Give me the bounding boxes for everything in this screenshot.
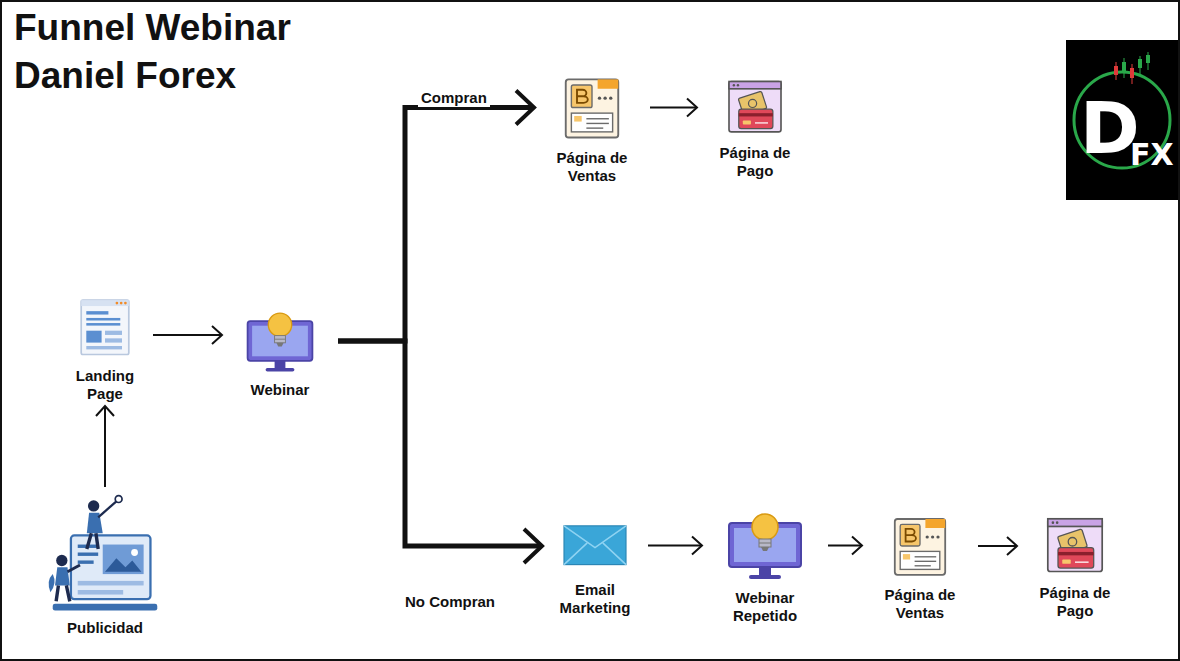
landing-page-step: Landing Page [60, 295, 150, 403]
step-label: Página de Ventas [865, 582, 975, 622]
pay-icon [700, 75, 810, 140]
flow-arrow [648, 545, 702, 547]
payment-page-step: Página de Pago [1020, 512, 1130, 620]
email-icon [545, 515, 645, 577]
sales-icon [865, 510, 975, 582]
step-label: Página de Pago [1020, 580, 1130, 620]
webinar-step: Webinar [225, 305, 335, 399]
flow-arrow [153, 334, 222, 336]
flow-arrow [104, 406, 106, 487]
step-label: Página de Pago [700, 140, 810, 180]
step-label: Email Marketing [545, 577, 645, 617]
step-label: Página de Ventas [537, 145, 647, 185]
branch-label: No Compran [402, 592, 498, 611]
advertising-step: Publicidad [35, 490, 175, 637]
pay-icon [1020, 512, 1130, 580]
webinar-icon [705, 505, 825, 585]
flow-arrow [978, 545, 1017, 547]
diagram-title: Funnel Webinar Daniel Forex [14, 4, 374, 100]
flow-arrow [338, 341, 542, 546]
step-label: Publicidad [35, 615, 175, 637]
step-label: Webinar Repetido [705, 585, 825, 625]
webinar-step: Webinar Repetido [705, 505, 825, 625]
flow-arrow [338, 108, 534, 342]
payment-page-step: Página de Pago [700, 75, 810, 180]
landing-icon [60, 295, 150, 363]
webinar-icon [225, 305, 335, 377]
sales-page-step: Página de Ventas [865, 510, 975, 622]
step-label: Webinar [225, 377, 335, 399]
brand-logo: DFX [1066, 40, 1178, 200]
branch-label: Compran [418, 88, 490, 107]
flow-arrow [828, 545, 862, 547]
sales-icon [537, 70, 647, 145]
sales-page-step: Página de Ventas [537, 70, 647, 185]
step-label: Landing Page [60, 363, 150, 403]
flow-arrow [650, 107, 697, 109]
logo-letters: FX [1130, 140, 1174, 170]
email-step: Email Marketing [545, 515, 645, 617]
ad-icon [35, 490, 175, 615]
